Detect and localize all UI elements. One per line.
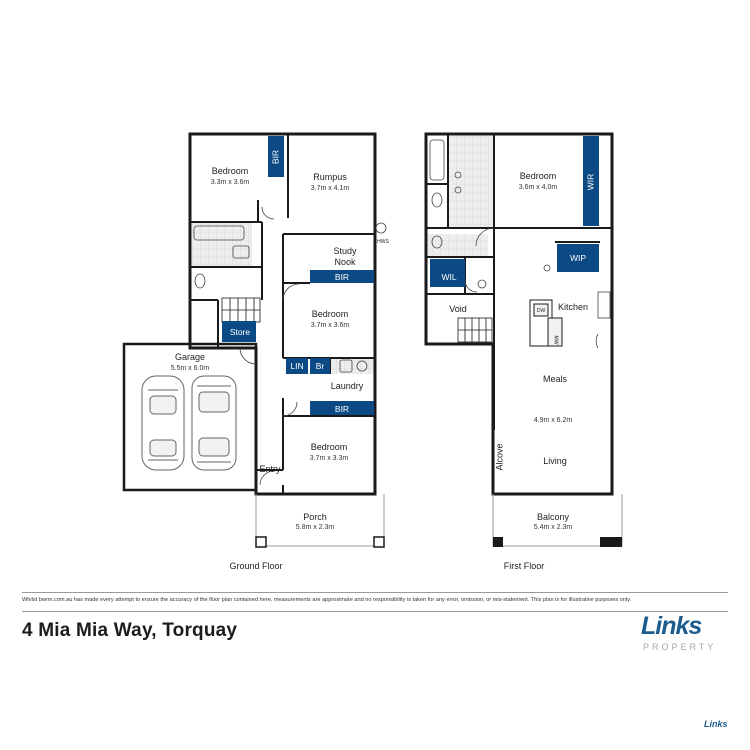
- wip-tag: WIP: [570, 253, 586, 263]
- first-interior-walls: [426, 134, 612, 430]
- balcony-name: Balcony: [537, 512, 570, 522]
- wil-tag: WIL: [441, 272, 456, 282]
- entry-name: Entry: [259, 464, 281, 474]
- links-property-logo: Links PROPERTY: [641, 612, 731, 656]
- garage-name: Garage: [175, 352, 205, 362]
- void-name: Void: [449, 304, 467, 314]
- logo-subtitle: PROPERTY: [643, 642, 717, 652]
- alcove-name: Alcove: [494, 443, 504, 470]
- rumpus-name: Rumpus: [313, 172, 347, 182]
- first-floor-label: First Floor: [504, 561, 545, 571]
- garage-cars: [141, 375, 237, 471]
- ground-floor-label: Ground Floor: [229, 561, 282, 571]
- first-stairs: [457, 317, 493, 343]
- br-tag: Br: [316, 361, 325, 371]
- ground-storage-blocks: [222, 136, 374, 415]
- hws-tag: HWS: [377, 239, 389, 245]
- ground-interior-walls: [190, 134, 375, 494]
- bathroom2-tiles: [428, 234, 488, 256]
- rumpus-dims: 3.7m x 4.1m: [311, 185, 350, 192]
- study-label-1: Study: [333, 246, 357, 256]
- mini-logo: Links: [704, 719, 728, 729]
- ensuite-tiles: [448, 136, 494, 228]
- wir-tag: WIR: [585, 174, 595, 191]
- floor-plan: BIR BIR Store LIN Br BIR HWS Bedroom 3.3…: [122, 132, 623, 571]
- first-storage-blocks: [430, 136, 599, 287]
- balcony-dims: 5.4m x 2.3m: [534, 524, 573, 531]
- bir-lower-tag: BIR: [335, 404, 349, 414]
- logo-wordmark: Links: [641, 612, 702, 640]
- study-label-2: Nook: [334, 257, 356, 267]
- divider-bottom: [22, 611, 728, 612]
- bedroom2-dims: 3.7m x 3.6m: [311, 322, 350, 329]
- porch-outline: [255, 494, 385, 548]
- ground-stairs: [221, 297, 261, 323]
- bedroom1-dims: 3.3m x 3.6m: [211, 179, 250, 186]
- kitchen-island: [529, 299, 563, 347]
- store-tag: Store: [230, 327, 251, 337]
- balcony-outline: [492, 494, 623, 547]
- porch-dims: 5.8m x 2.3m: [296, 524, 335, 531]
- ground-floor-plan: BIR BIR Store LIN Br BIR HWS Bedroom 3.3…: [122, 132, 389, 571]
- bir-vertical-tag: BIR: [270, 150, 280, 164]
- bedroom3-name: Bedroom: [311, 442, 348, 452]
- bir-study-tag: BIR: [335, 272, 349, 282]
- first-bedroom-dims: 3.6m x 4.0m: [519, 184, 558, 191]
- garage-dims: 5.5m x 6.0m: [171, 365, 210, 372]
- bathroom-tiles: [192, 223, 252, 267]
- disclaimer: Whilst bwrm.com.au has made every attemp…: [22, 597, 632, 603]
- bedroom3-dims: 3.7m x 3.3m: [310, 455, 349, 462]
- dw-tag: DW: [537, 308, 546, 314]
- meals-name: Meals: [543, 374, 568, 384]
- first-bedroom-name: Bedroom: [520, 171, 557, 181]
- porch-name: Porch: [303, 512, 327, 522]
- kitchen-name: Kitchen: [558, 302, 588, 312]
- meals-living-dims: 4.9m x 6.2m: [534, 417, 573, 424]
- property-address: 4 Mia Mia Way, Torquay: [22, 620, 238, 641]
- divider-top: [22, 592, 728, 593]
- ground-fixtures: [193, 206, 387, 486]
- living-name: Living: [543, 456, 567, 466]
- lin-tag: LIN: [290, 361, 303, 371]
- mw-tag: MW: [553, 336, 559, 345]
- bedroom1-name: Bedroom: [212, 166, 249, 176]
- first-fixtures: [429, 139, 611, 349]
- bedroom2-name: Bedroom: [312, 309, 349, 319]
- laundry-name: Laundry: [331, 381, 364, 391]
- first-floor-plan: WIR WIP WIL DW MW Bedroom 3.6m x 4.0m Vo…: [424, 132, 623, 571]
